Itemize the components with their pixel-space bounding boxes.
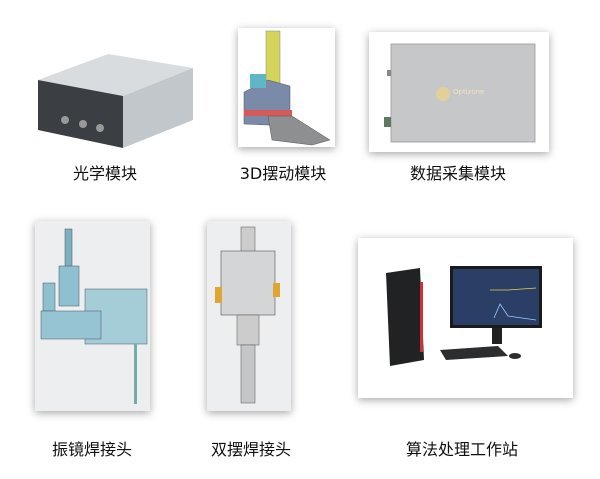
data-acquisition-module-image: Optizone xyxy=(369,32,549,152)
3d-swing-module-label: 3D摆动模块 xyxy=(239,164,327,183)
algorithm-workstation-image xyxy=(358,238,573,398)
data-acquisition-module-label: 数据采集模块 xyxy=(409,164,506,183)
optical-module-image xyxy=(33,48,198,158)
dual-swing-welding-head-image xyxy=(207,221,291,411)
dual-swing-welding-head-label: 双摆焊接头 xyxy=(210,440,291,459)
galvo-welding-head-image xyxy=(35,221,150,411)
optizone-logo: Optizone xyxy=(453,88,485,96)
optical-module-label: 光学模块 xyxy=(72,164,137,183)
algorithm-workstation-label: 算法处理工作站 xyxy=(405,440,518,459)
galvo-welding-head-label: 振镜焊接头 xyxy=(51,440,132,459)
3d-swing-module-image xyxy=(238,28,335,147)
